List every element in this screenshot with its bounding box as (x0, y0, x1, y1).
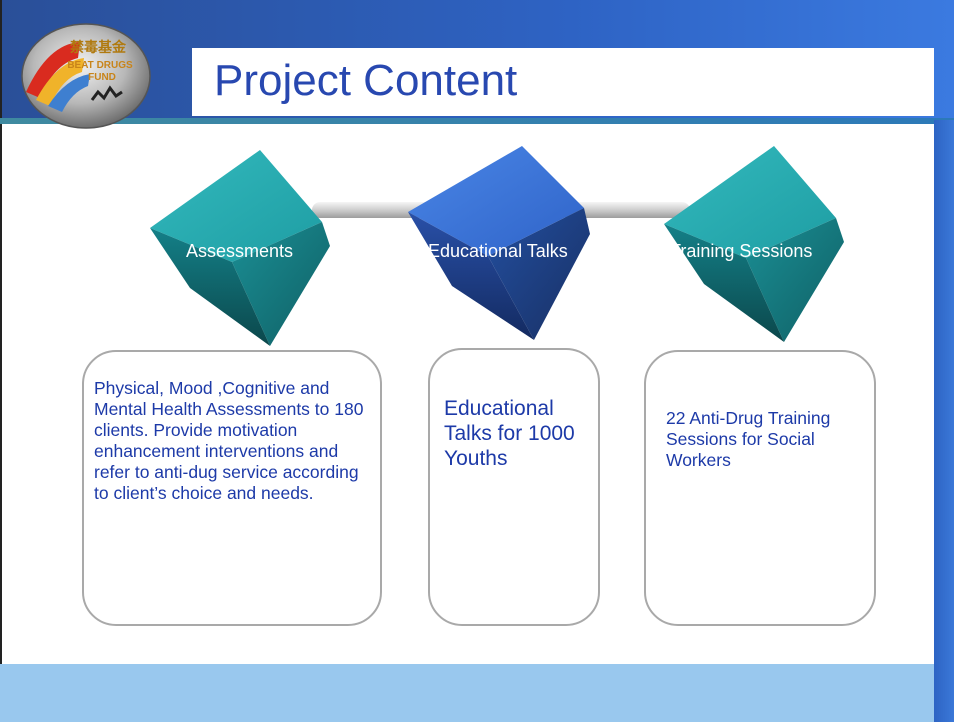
logo-text-en: BEAT DRUGS (67, 60, 133, 71)
right-accent-strip (934, 120, 954, 722)
connector-2 (560, 202, 690, 218)
slide-border (0, 0, 2, 722)
title-box: Project Content (192, 48, 934, 116)
educational-talks-cube (408, 146, 590, 340)
footer-band (0, 664, 934, 722)
beat-drugs-fund-logo: 禁毒基金 BEAT DRUGS FUND (21, 23, 151, 129)
training-sessions-cube (664, 146, 844, 342)
step-label-assessments: Assessments (186, 241, 294, 261)
training-sessions-description: 22 Anti-Drug Training Sessions for Socia… (666, 408, 831, 470)
assessments-cube (150, 150, 330, 346)
assessments-card: Physical, Mood ,Cognitive and Mental Hea… (82, 350, 382, 626)
step-label-training-sessions: Training Sessions (670, 241, 813, 261)
header-rule (0, 118, 954, 124)
educational-talks-description: Educational Talks for 1000 Youths (444, 397, 575, 471)
logo-text-cn: 禁毒基金 (70, 39, 127, 56)
slide-title: Project Content (214, 56, 518, 105)
logo-text-fund: FUND (88, 72, 116, 83)
step-label-educational-talks: Educational Talks (428, 241, 568, 261)
training-sessions-card: 22 Anti-Drug Training Sessions for Socia… (644, 350, 876, 626)
educational-talks-card: Educational Talks for 1000 Youths (428, 348, 600, 626)
assessments-description: Physical, Mood ,Cognitive and Mental Hea… (94, 378, 364, 503)
